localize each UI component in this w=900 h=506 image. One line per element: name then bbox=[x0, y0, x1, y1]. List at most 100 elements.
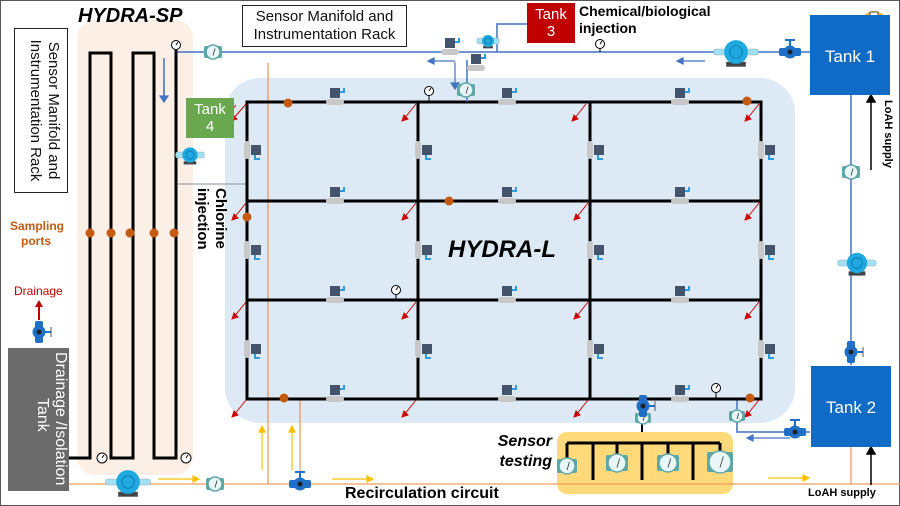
sensor-module-icon bbox=[671, 286, 690, 303]
pump-icon bbox=[476, 35, 500, 49]
pressure-gauge-icon bbox=[595, 39, 605, 52]
leak-arrow-icon bbox=[401, 202, 417, 221]
sensor-module-icon bbox=[758, 241, 775, 260]
sampling-port bbox=[125, 228, 135, 238]
sensor-module-icon bbox=[587, 340, 604, 359]
sampling-port bbox=[444, 196, 454, 206]
sensor-module-icon bbox=[244, 340, 261, 359]
flow-meters bbox=[204, 44, 860, 492]
loah-arrow-icon bbox=[865, 93, 877, 170]
sensor-module-icon bbox=[326, 88, 345, 105]
leak-arrow-icon bbox=[573, 399, 589, 418]
sensor-module-icon bbox=[498, 88, 517, 105]
sensor-module-icon bbox=[441, 38, 460, 55]
pump-icon bbox=[105, 470, 151, 497]
valve-icon bbox=[636, 395, 656, 417]
tank-3-label: Tank bbox=[535, 6, 567, 23]
flow-arrow-icon bbox=[745, 434, 790, 442]
flow-arrow-icon bbox=[288, 424, 296, 470]
sampling-port bbox=[169, 228, 179, 238]
sensor-module-icon bbox=[758, 141, 775, 160]
pressure-gauge-icon bbox=[391, 285, 401, 300]
sensor-module-icon bbox=[587, 241, 604, 260]
sensor-module-icon bbox=[415, 340, 432, 359]
flow-meter-icon bbox=[729, 409, 745, 423]
flow-meter-icon bbox=[707, 450, 733, 474]
sampling-port bbox=[283, 98, 293, 108]
valve-icon bbox=[779, 39, 801, 59]
leak-arrow-icon bbox=[401, 103, 417, 122]
sensor-module-icon bbox=[671, 385, 690, 402]
leak-arrow-icon bbox=[231, 301, 247, 320]
hydra-sp-region bbox=[77, 20, 193, 475]
flow-meter-icon bbox=[842, 164, 860, 180]
hydra-l-region bbox=[225, 78, 795, 423]
leak-arrow-icon bbox=[401, 399, 417, 418]
pump-icon bbox=[175, 147, 205, 165]
tank-1-label: Tank 1 bbox=[824, 47, 876, 66]
leak-arrow-icon bbox=[231, 202, 247, 221]
sensor-rack-side-line1: Sensor Manifold and bbox=[45, 41, 62, 180]
flow-meter-icon bbox=[557, 457, 577, 475]
sampling-port bbox=[742, 96, 752, 106]
chlorine-injection-label: Chlorine injection bbox=[193, 188, 229, 250]
tank-3-number: 3 bbox=[546, 23, 556, 40]
tank-2[interactable]: Tank 2 bbox=[811, 366, 891, 447]
valve-icon bbox=[32, 321, 52, 343]
leak-arrow-icon bbox=[231, 399, 247, 418]
sensor-modules bbox=[244, 38, 775, 402]
chlorine-injection-line1: Chlorine bbox=[212, 188, 229, 249]
hydra-sp-title: HYDRA-SP bbox=[78, 5, 183, 27]
chlorine-injection-line2: injection bbox=[194, 188, 211, 250]
valve-icon bbox=[784, 419, 806, 439]
sampling-port bbox=[85, 228, 95, 238]
sensor-module-icon bbox=[758, 340, 775, 359]
pressure-gauge-icon bbox=[424, 86, 434, 102]
loah-supply-label-bottom: LoAH supply bbox=[808, 487, 876, 499]
sampling-ports-label: Sampling ports bbox=[10, 219, 64, 249]
valve-icon bbox=[844, 341, 864, 363]
sensor-module-icon bbox=[467, 54, 486, 71]
sensor-testing-region bbox=[557, 432, 733, 494]
sensor-module-icon bbox=[671, 88, 690, 105]
drainage-arrow-icon bbox=[35, 300, 43, 320]
drainage-tank-label-line1: Drainage /Isolation bbox=[52, 352, 69, 486]
pressure-gauges bbox=[96, 39, 721, 464]
pressure-gauge-icon bbox=[180, 452, 192, 464]
pump-icon bbox=[837, 252, 877, 276]
sensor-testing-line1: Sensor bbox=[497, 433, 552, 450]
flow-arrow-icon bbox=[158, 80, 170, 104]
tank-4-label: Tank bbox=[194, 101, 226, 118]
sensor-rack-label-top: Sensor Manifold and Instrumentation Rack bbox=[242, 5, 407, 47]
flow-arrow-icon bbox=[426, 57, 455, 65]
leak-arrow-icon bbox=[744, 103, 760, 122]
tank-4-number: 4 bbox=[205, 118, 215, 135]
sampling-port bbox=[242, 212, 252, 222]
hydra-l-title: HYDRA-L bbox=[448, 236, 556, 263]
sampling-port bbox=[745, 393, 755, 403]
recirculation-circuit-label: Recirculation circuit bbox=[345, 485, 499, 502]
sensor-module-icon bbox=[587, 141, 604, 160]
sensor-rack-side-line2: Instrumentation Rack bbox=[27, 39, 44, 182]
leak-arrow-icon bbox=[571, 103, 587, 122]
sampling-port bbox=[279, 393, 289, 403]
tank-3[interactable]: Tank 3 bbox=[527, 3, 575, 43]
sensor-module-icon bbox=[498, 385, 517, 402]
tank-4[interactable]: Tank 4 bbox=[186, 98, 234, 138]
drainage-isolation-tank[interactable]: Drainage /Isolation Tank bbox=[8, 348, 69, 491]
chemical-injection-line2: injection bbox=[579, 20, 637, 36]
flow-meter-icon bbox=[606, 453, 628, 473]
flow-arrow-icon bbox=[258, 424, 266, 470]
leak-arrows bbox=[221, 103, 760, 418]
sensor-module-icon bbox=[498, 187, 517, 204]
loah-arrow-icon bbox=[865, 445, 877, 485]
flow-meter-icon bbox=[206, 476, 224, 492]
tank-1[interactable]: Tank 1 bbox=[810, 15, 890, 95]
valve-icon bbox=[289, 471, 311, 491]
drainage-tank-label-line2: Tank bbox=[34, 398, 51, 432]
chemical-injection-line1: Chemical/biological bbox=[579, 3, 711, 19]
leak-arrow-icon bbox=[744, 301, 760, 320]
pumps bbox=[105, 35, 877, 497]
sensor-module-icon bbox=[326, 385, 345, 402]
